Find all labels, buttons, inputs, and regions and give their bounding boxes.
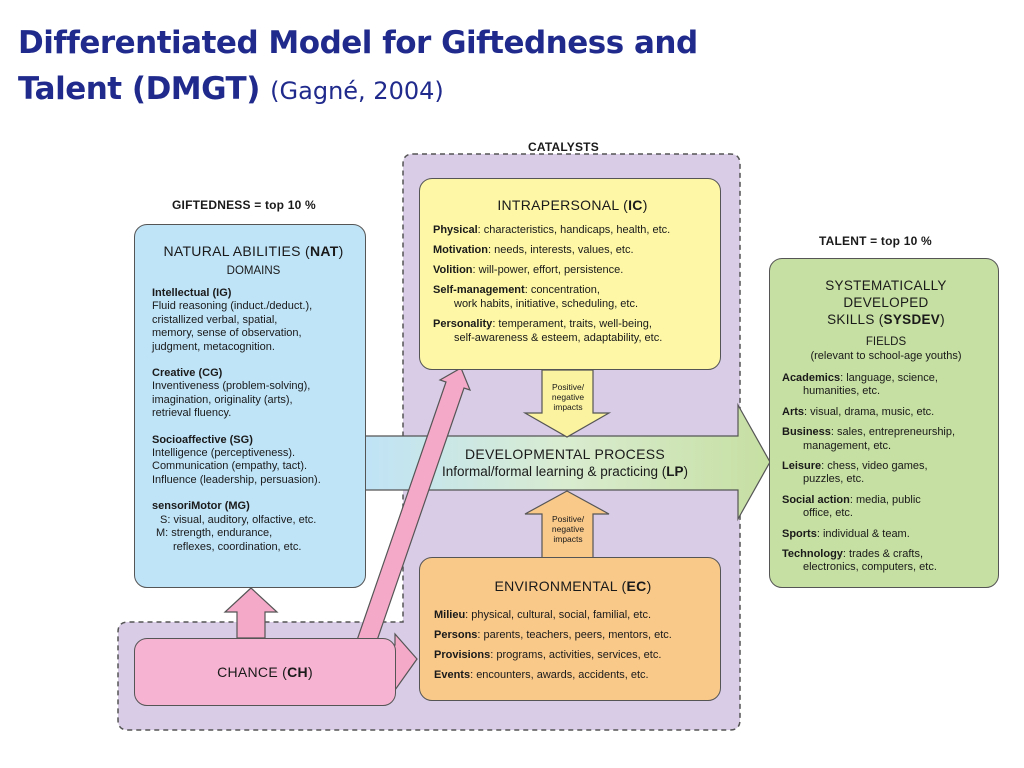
ic-impacts-arrow	[522, 369, 612, 438]
nat-intellectual: Intellectual (IG) Fluid reasoning (induc…	[152, 287, 313, 353]
ic-item: Personality: temperament, traits, well-b…	[433, 318, 663, 344]
ec-item: Milieu: physical, cultural, social, fami…	[434, 609, 652, 621]
environmental-box: ENVIRONMENTAL (EC) Milieu: physical, cul…	[419, 557, 721, 701]
ec-item: Events: encounters, awards, accidents, e…	[434, 669, 649, 681]
chance-title: CHANCE (CH)	[217, 664, 313, 680]
ic-item: Motivation: needs, interests, values, et…	[433, 244, 634, 256]
natural-abilities-box: NATURAL ABILITIES (NAT) DOMAINS Intellec…	[134, 224, 366, 588]
ic-item: Volition: will-power, effort, persistenc…	[433, 264, 624, 276]
ic-item: Physical: characteristics, handicaps, he…	[433, 224, 671, 236]
catalysts-label: CATALYSTS	[528, 140, 599, 154]
sysdev-subtitle: FIELDS (relevant to school-age youths)	[810, 336, 962, 362]
chance-box: CHANCE (CH)	[134, 638, 396, 706]
chance-to-ic-arrow	[354, 367, 472, 653]
ec-item: Persons: parents, teachers, peers, mento…	[434, 629, 672, 641]
sysdev-title: SYSTEMATICALLY DEVELOPED SKILLS (SYSDEV)	[825, 278, 947, 327]
sysdev-item: Sports: individual & team.	[782, 527, 910, 540]
citation: (Gagné, 2004)	[270, 77, 444, 105]
nat-sensorimotor: sensoriMotor (MG) S: visual, auditory, o…	[152, 500, 317, 553]
ec-item: Provisions: programs, activities, servic…	[434, 649, 662, 661]
ic-list: Physical: characteristics, handicaps, he…	[433, 223, 712, 345]
sysdev-item: Technology: trades & crafts,electronics,…	[782, 548, 937, 574]
talent-label: TALENT = top 10 %	[819, 234, 932, 248]
sysdev-list: Academics: language, science,humanities,…	[782, 372, 990, 575]
ec-list: Milieu: physical, cultural, social, fami…	[434, 608, 712, 682]
ic-title: INTRAPERSONAL (IC)	[497, 197, 648, 213]
giftedness-label: GIFTEDNESS = top 10 %	[172, 198, 316, 212]
ic-item: Self-management: concentration,work habi…	[433, 284, 639, 310]
ec-impacts-arrow	[524, 490, 610, 559]
intrapersonal-box: INTRAPERSONAL (IC) Physical: characteris…	[419, 178, 721, 370]
sysdev-item: Business: sales, entrepreneurship,manage…	[782, 426, 956, 452]
sysdev-box: SYSTEMATICALLY DEVELOPED SKILLS (SYSDEV)…	[769, 258, 999, 588]
nat-creative: Creative (CG) Inventiveness (problem-sol…	[152, 367, 311, 420]
sysdev-item: Academics: language, science,humanities,…	[782, 372, 938, 398]
nat-title: NATURAL ABILITIES (NAT)	[163, 243, 344, 259]
nat-subtitle: DOMAINS	[226, 265, 281, 277]
chance-to-nat-arrow	[223, 587, 279, 639]
sysdev-item: Leisure: chess, video games,puzzles, etc…	[782, 460, 928, 486]
ec-title: ENVIRONMENTAL (EC)	[494, 578, 652, 594]
sysdev-item: Arts: visual, drama, music, etc.	[782, 405, 935, 418]
developmental-process-label: DEVELOPMENTAL PROCESS Informal/formal le…	[441, 446, 689, 479]
nat-socioaffective: Socioaffective (SG) Intelligence (percep…	[152, 433, 321, 486]
